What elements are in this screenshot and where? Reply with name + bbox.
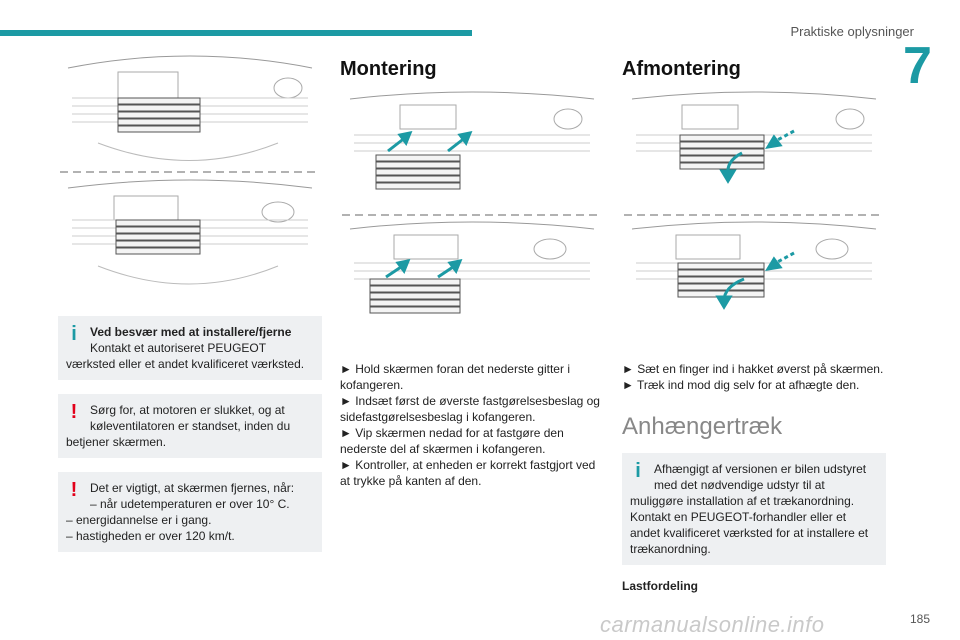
column-right: Afmontering <box>622 48 886 593</box>
header-rule <box>0 30 472 36</box>
page-number: 185 <box>910 612 931 626</box>
info-note-line: med det nødvendige udstyr til at <box>654 478 825 492</box>
info-note-line: Kontakt et autoriseret PEUGEOT <box>90 341 267 355</box>
arrow-icon <box>719 129 795 184</box>
warning-note-removal: ! Det er vigtigt, at skærmen fjernes, nå… <box>58 472 322 552</box>
removal-step: ► Træk ind mod dig selv for at afhægte d… <box>622 378 860 392</box>
info-icon: i <box>635 460 641 482</box>
warning-note-line: Sørg for, at motoren er slukket, og at <box>90 403 285 417</box>
heading-anhaengertraek: Anhængertræk <box>622 413 783 440</box>
info-note-towbar: i Afhængigt af versionen er bilen udstyr… <box>622 453 886 565</box>
warning-note-line: – når udetemperaturen er over 10° C. <box>90 497 290 511</box>
mounting-step: ► Hold skærmen foran det nederste gitter… <box>340 362 570 392</box>
figure-separator <box>342 214 602 216</box>
info-note-line: muliggøre installation af et trækanordni… <box>630 494 855 508</box>
mounting-step: ► Kontroller, at enheden er korrekt fast… <box>340 458 596 488</box>
info-note-installation: i Ved besvær med at installere/fjerne Ko… <box>58 316 322 380</box>
arrow-icon <box>387 130 473 153</box>
arrow-icon <box>385 258 463 279</box>
info-note-title: Ved besvær med at installere/fjerne <box>90 325 292 339</box>
info-icon: i <box>71 323 77 345</box>
arrow-icon <box>715 251 795 310</box>
warning-icon: ! <box>70 401 78 423</box>
info-note-line: andet kvalificeret værksted for at insta… <box>630 526 869 540</box>
watermark: carmanualsonline.info <box>600 612 825 637</box>
info-note-line: værksted eller et andet kvalificeret vær… <box>66 357 305 371</box>
removal-figure-bottom <box>631 221 877 310</box>
warning-icon: ! <box>70 479 78 501</box>
mounting-steps: ► Hold skærmen foran det nederste gitter… <box>340 361 602 489</box>
warning-note-line: betjener skærmen. <box>66 435 167 449</box>
grille-figure-bottom <box>67 179 313 285</box>
info-note-line: Afhængigt af versionen er bilen udstyret <box>654 462 867 476</box>
heading-montering: Montering <box>340 58 437 80</box>
warning-note-engine: ! Sørg for, at motoren er slukket, og at… <box>58 394 322 458</box>
mounting-figure-top <box>349 91 595 190</box>
mounting-step: ► Indsæt først de øverste fastgørelsesbe… <box>340 394 600 424</box>
figure-separator <box>60 171 320 173</box>
warning-note-line: – hastigheden er over 120 km/t. <box>66 529 235 543</box>
warning-note-line: Det er vigtigt, at skærmen fjernes, når: <box>90 481 295 495</box>
mounting-step: ► Vip skærmen nedad for at fastgøre den … <box>340 426 564 456</box>
column-left: i Ved besvær med at installere/fjerne Ko… <box>58 48 322 552</box>
chapter-number: 7 <box>903 37 932 95</box>
grille-figure-top <box>67 55 313 161</box>
section-title: Praktiske oplysninger <box>790 24 914 39</box>
figure-separator <box>624 214 884 216</box>
removal-step: ► Sæt en finger ind i hakket øverst på s… <box>622 362 884 376</box>
subheading-lastfordeling: Lastfordeling <box>622 579 699 593</box>
column-middle: Montering <box>340 48 602 489</box>
mounting-figure-bottom <box>349 221 595 314</box>
heading-afmontering: Afmontering <box>622 58 741 80</box>
warning-note-line: – energidannelse er i gang. <box>66 513 212 527</box>
removal-figure-top <box>631 91 877 184</box>
info-note-line: trækanordning. <box>630 542 711 556</box>
warning-note-line: køleventilatoren er standset, inden du <box>90 419 291 433</box>
removal-steps: ► Sæt en finger ind i hakket øverst på s… <box>622 361 886 393</box>
info-note-line: Kontakt en PEUGEOT-forhandler eller et <box>630 510 847 524</box>
